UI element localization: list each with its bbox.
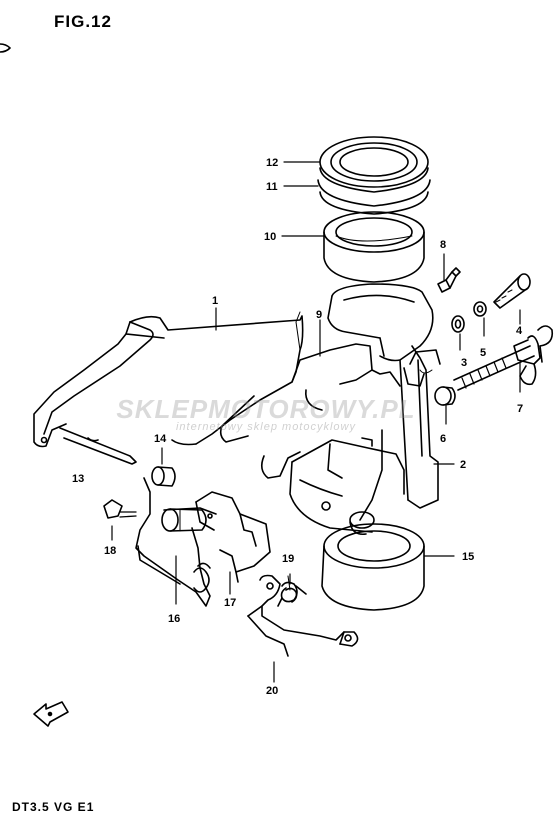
- callout-8: 8: [440, 239, 446, 251]
- callout-20: 20: [266, 685, 278, 697]
- part-18-bolt: [103, 499, 137, 519]
- part-15-lower-bushing: [321, 523, 425, 611]
- part-19-torsion-spring: [277, 575, 307, 607]
- edge-mark: [0, 43, 11, 53]
- part-11-ring: [317, 179, 431, 215]
- model-code: DT3.5 VG E1: [12, 800, 95, 814]
- part-14-collar: [151, 466, 176, 487]
- callout-1: 1: [212, 295, 218, 307]
- clamp-pad: [403, 349, 441, 387]
- callout-labels: 12 11 10 8 1 9 4 5 3 7 6 14 2 13 18 15 1…: [72, 157, 523, 697]
- callout-6: 6: [440, 433, 446, 445]
- part-12-top-ring: [319, 136, 429, 193]
- part-9-clamp-bracket: [327, 283, 434, 362]
- part-8-grease-nipple: [437, 267, 461, 293]
- figure-title: FIG.12: [54, 12, 112, 31]
- callout-9: 9: [316, 309, 322, 321]
- leader-lines: [111, 161, 521, 683]
- callout-11: 11: [266, 181, 278, 193]
- part-16-spring-rod: [135, 477, 211, 607]
- callout-17: 17: [224, 597, 236, 609]
- callout-10: 10: [264, 231, 276, 243]
- callout-15: 15: [462, 551, 474, 563]
- callout-2: 2: [460, 459, 466, 471]
- callout-12: 12: [266, 157, 278, 169]
- callout-13: 13: [72, 473, 84, 485]
- part-3-washer: [451, 315, 465, 333]
- part-10-bushing: [323, 211, 425, 283]
- callout-14: 14: [154, 433, 167, 445]
- callout-7: 7: [517, 403, 523, 415]
- part-7-clamp-screw: [453, 325, 554, 391]
- part-13-tilt-lever: [33, 321, 154, 465]
- callout-19: 19: [282, 553, 294, 565]
- callout-16: 16: [168, 613, 180, 625]
- callout-4: 4: [516, 325, 523, 337]
- stern-bracket: [289, 437, 405, 533]
- part-5-washer: [473, 301, 487, 317]
- part-6-pad-nut: [434, 386, 456, 406]
- part-4-bolt: [493, 273, 531, 309]
- callout-5: 5: [480, 347, 486, 359]
- callout-18: 18: [104, 545, 116, 557]
- callout-3: 3: [461, 357, 467, 369]
- front-arrow-icon: [33, 701, 69, 727]
- part-20-stopper-plate: [247, 574, 359, 657]
- part-17-lock-lever: [161, 491, 271, 583]
- part-2-lower-clamp: [399, 345, 439, 509]
- part-1-swivel-bracket: [125, 311, 401, 479]
- pivot-stop-pin: [349, 429, 383, 536]
